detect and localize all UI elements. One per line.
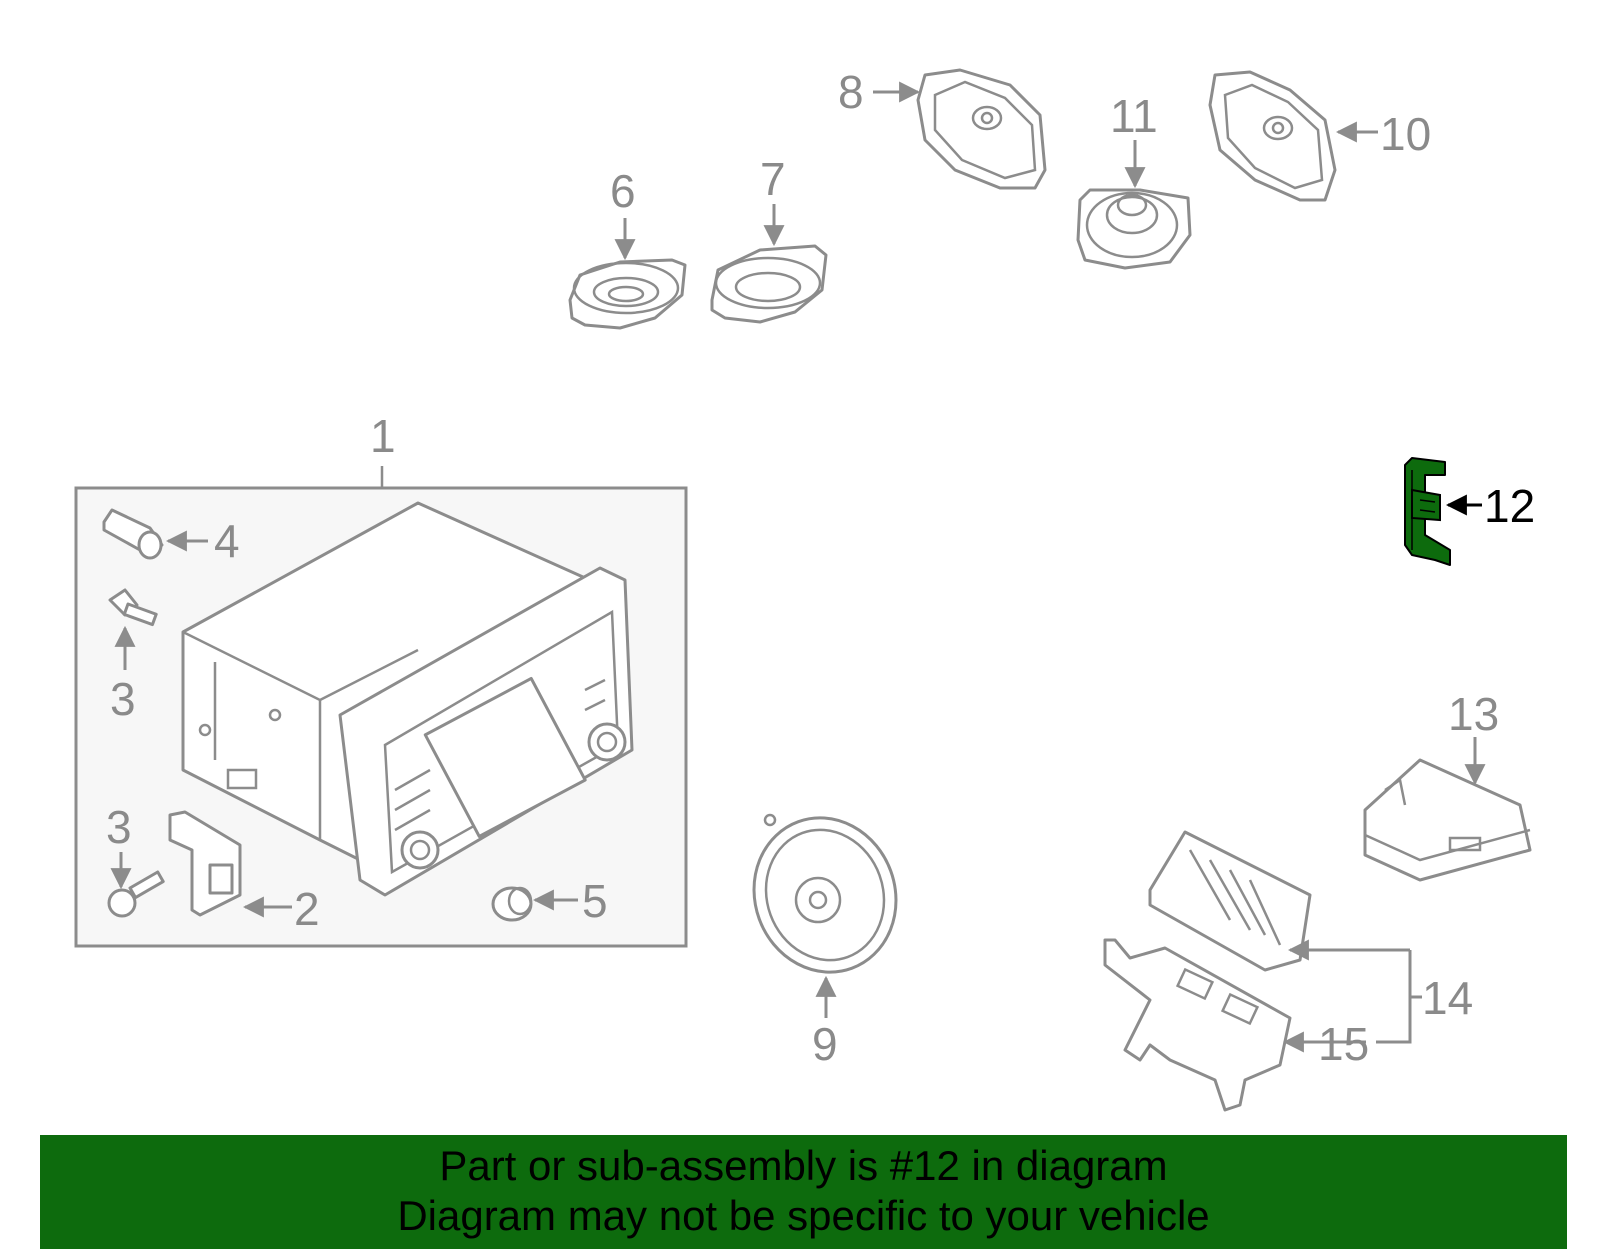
callout-7: 7 [760, 153, 786, 205]
part-15-bracket[interactable] [1103, 938, 1292, 1112]
callout-11: 11 [1110, 90, 1158, 142]
part-6-tweeter[interactable] [568, 258, 687, 330]
part-12-highlighted-bracket[interactable] [1404, 457, 1451, 566]
callout-10: 10 [1380, 108, 1431, 160]
callout-2: 2 [294, 883, 320, 935]
callout-8: 8 [838, 66, 864, 118]
part-3-screw-top[interactable] [108, 588, 158, 627]
highlight-notice-banner: Part or sub-assembly is #12 in diagram D… [40, 1135, 1567, 1249]
part-10-oval-speaker[interactable] [1208, 70, 1337, 202]
callout-14: 14 [1422, 972, 1473, 1024]
callout-3-bottom: 3 [106, 801, 132, 853]
banner-line-1: Part or sub-assembly is #12 in diagram [439, 1142, 1168, 1189]
part-8-oval-speaker[interactable] [916, 68, 1047, 190]
part-3-screw-bottom[interactable] [107, 870, 165, 918]
callout-15: 15 [1318, 1018, 1369, 1070]
callout-9: 9 [812, 1018, 838, 1070]
part-4-cylinder[interactable] [102, 508, 164, 560]
part-1-radio-assembly[interactable] [74, 466, 688, 948]
callout-3-top: 3 [110, 673, 136, 725]
callout-6: 6 [610, 165, 636, 217]
part-7-tweeter[interactable] [710, 244, 828, 324]
part-2-bracket[interactable] [168, 810, 242, 917]
callout-4: 4 [214, 515, 240, 567]
part-14-amplifier[interactable] [1148, 830, 1312, 972]
callout-13: 13 [1448, 688, 1499, 740]
callout-12: 12 [1484, 480, 1535, 532]
banner-line-2: Diagram may not be specific to your vehi… [397, 1192, 1210, 1239]
callout-5: 5 [582, 875, 608, 927]
part-13-module[interactable] [1363, 758, 1532, 882]
part-11-tweeter[interactable] [1076, 188, 1192, 270]
part-9-speaker[interactable] [733, 798, 918, 992]
part-5-cap[interactable] [491, 886, 533, 922]
callout-1: 1 [370, 410, 396, 462]
